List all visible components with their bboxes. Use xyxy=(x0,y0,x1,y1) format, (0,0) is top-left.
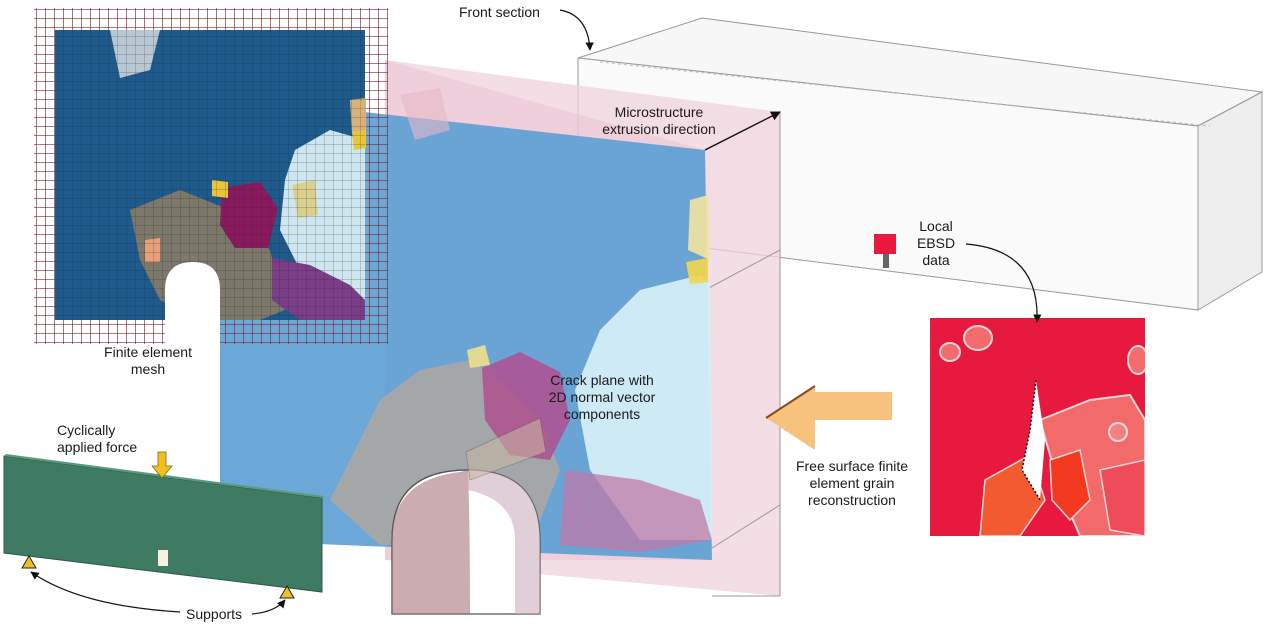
front-section-ebsd-patch xyxy=(874,234,896,268)
label-crack-plane: Crack plane with 2D normal vector compon… xyxy=(540,372,664,423)
label-microstructure: Microstructure extrusion direction xyxy=(596,104,722,138)
label-cyclic-force-line1: Cyclically xyxy=(57,422,116,438)
label-microstructure-line2: extrusion direction xyxy=(602,121,716,137)
extrusion-direction-arrow xyxy=(704,111,781,151)
support-right-icon xyxy=(279,585,295,599)
label-crack-plane-line3: components xyxy=(563,406,641,422)
reconstruction-arrow xyxy=(765,385,892,450)
label-front-section: Front section xyxy=(459,4,540,20)
supports-pointer-right xyxy=(251,599,286,615)
supports-pointer xyxy=(30,571,181,613)
label-fe-mesh-line1: Finite element xyxy=(104,344,192,360)
label-supports: Supports xyxy=(186,606,243,622)
support-left-icon xyxy=(21,555,37,569)
fe-mesh-panel xyxy=(34,8,388,344)
extrusion-face xyxy=(220,88,712,560)
ebsd-map xyxy=(930,318,1145,536)
label-free-surface-line1: Free surface finite xyxy=(795,458,909,474)
label-free-surface: Free surface finite element grain recons… xyxy=(786,458,918,509)
label-local-ebsd: Local EBSD data xyxy=(906,218,966,269)
label-free-surface-line2: element grain xyxy=(809,475,895,491)
label-crack-plane-line1: Crack plane with xyxy=(550,372,654,388)
label-crack-plane-line2: 2D normal vector xyxy=(548,389,656,405)
label-microstructure-line1: Microstructure xyxy=(614,104,704,120)
cyclic-force-arrow xyxy=(151,451,173,479)
label-local-ebsd-line3: data xyxy=(922,252,950,268)
front-section-pointer xyxy=(559,9,594,51)
label-cyclic-force: Cyclically applied force xyxy=(57,422,137,456)
label-cyclic-force-line2: applied force xyxy=(57,439,138,455)
label-free-surface-line3: reconstruction xyxy=(808,492,896,508)
label-fe-mesh: Finite element mesh xyxy=(88,344,208,378)
ebsd-pointer xyxy=(965,243,1042,323)
label-fe-mesh-line2: mesh xyxy=(130,361,166,377)
notch-arch xyxy=(391,417,547,615)
label-local-ebsd-line2: EBSD xyxy=(916,235,956,251)
label-local-ebsd-line1: Local xyxy=(919,218,953,234)
